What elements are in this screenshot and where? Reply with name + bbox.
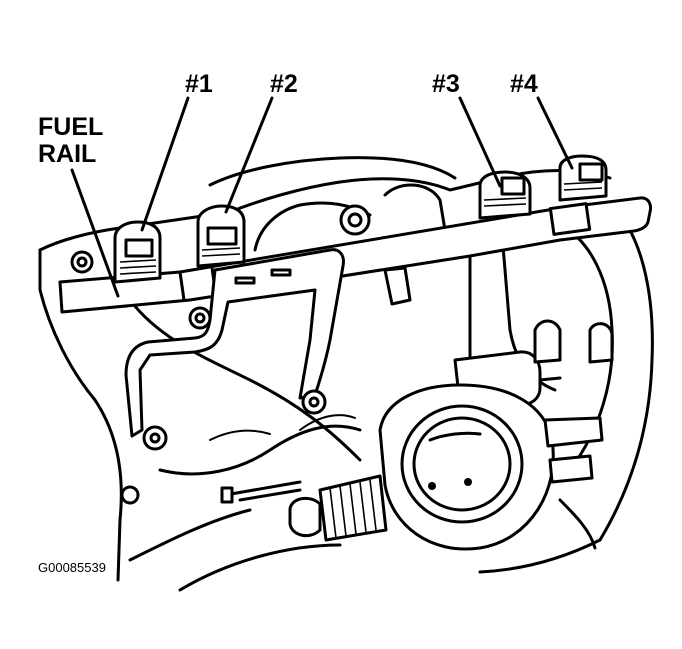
- fuel-rail-tube: [58, 196, 652, 314]
- injector-2-label: #2: [270, 70, 298, 98]
- injector-3-shape: [478, 170, 532, 220]
- throttle-body: [378, 383, 604, 551]
- leader-lines: [70, 96, 574, 298]
- fuel-rail-label-line2: RAIL: [38, 140, 97, 168]
- injector-1-shape: [113, 220, 162, 284]
- injector-4-label: #4: [510, 70, 538, 98]
- injector-2-shape: [196, 204, 246, 268]
- injector-3-label: #3: [432, 70, 460, 98]
- injector-4-shape: [558, 154, 608, 202]
- injector-1-label: #1: [185, 70, 213, 98]
- fuel-rail-label-line1: FUEL: [38, 113, 104, 141]
- rail-bracket: [124, 248, 345, 438]
- figure-id: G00085539: [38, 560, 106, 575]
- throttle-linkage: [220, 474, 388, 542]
- bolts: [70, 204, 412, 505]
